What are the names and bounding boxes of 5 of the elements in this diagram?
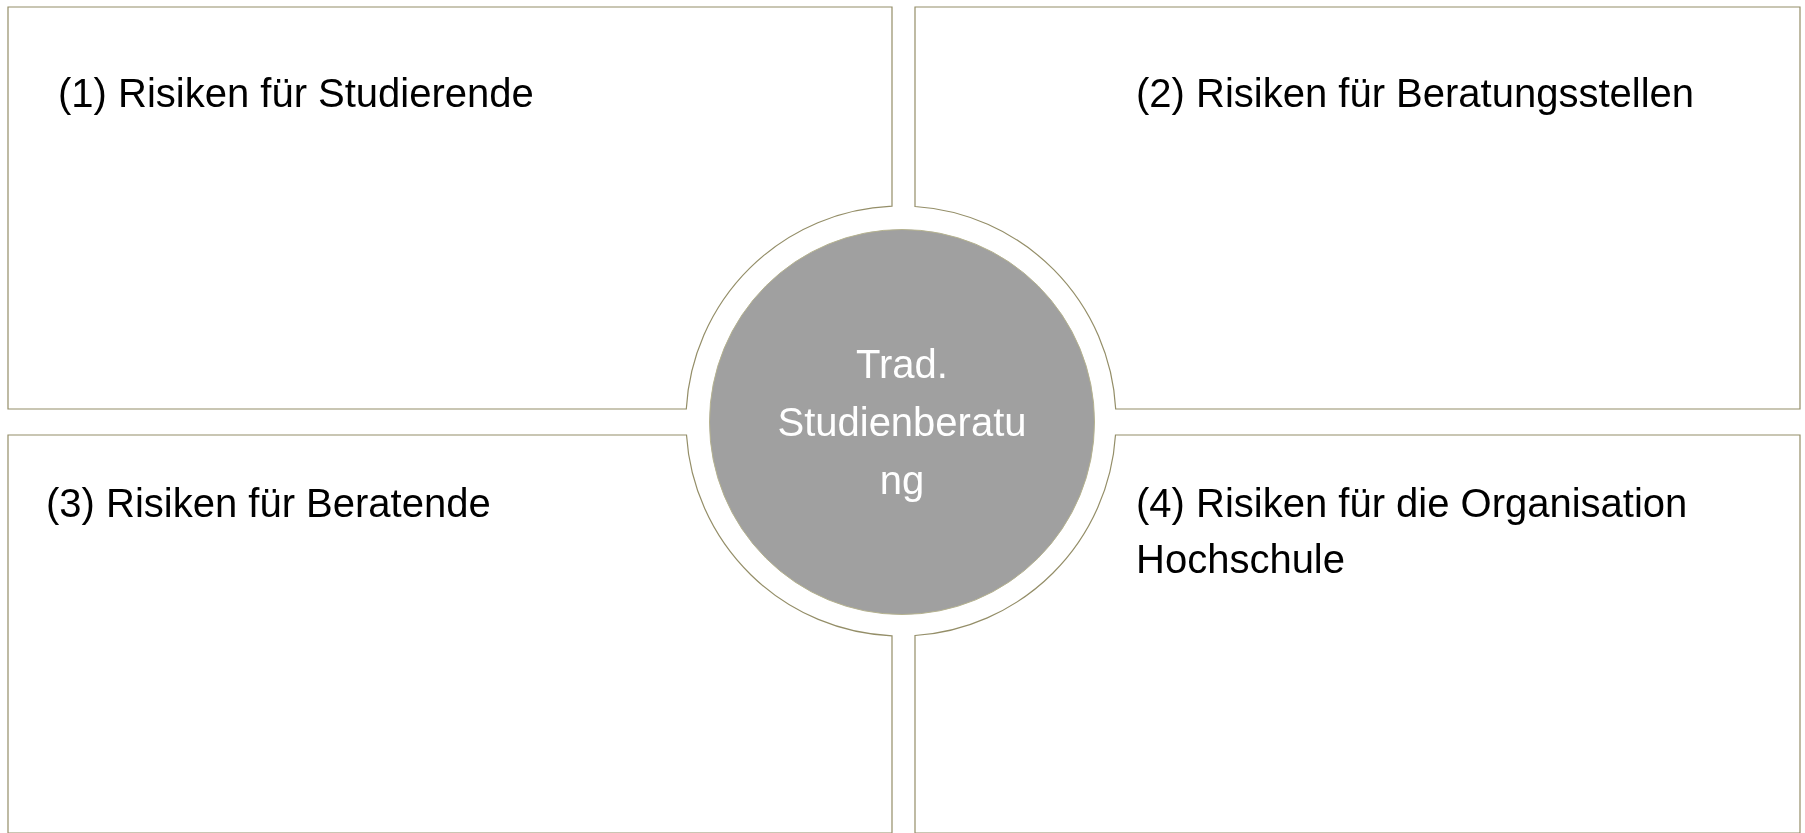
panel-heading: (3) Risiken für Beratende <box>46 481 491 525</box>
panel-heading: (1) Risiken für Studierende <box>58 71 534 115</box>
panel-heading: (4) Risiken für die Organisation Hochschule <box>1136 481 1688 581</box>
circle-label: Trad. Studienberatung <box>776 341 1028 504</box>
panel-heading: (2) Risiken für Beratungsstellen <box>1136 71 1695 115</box>
